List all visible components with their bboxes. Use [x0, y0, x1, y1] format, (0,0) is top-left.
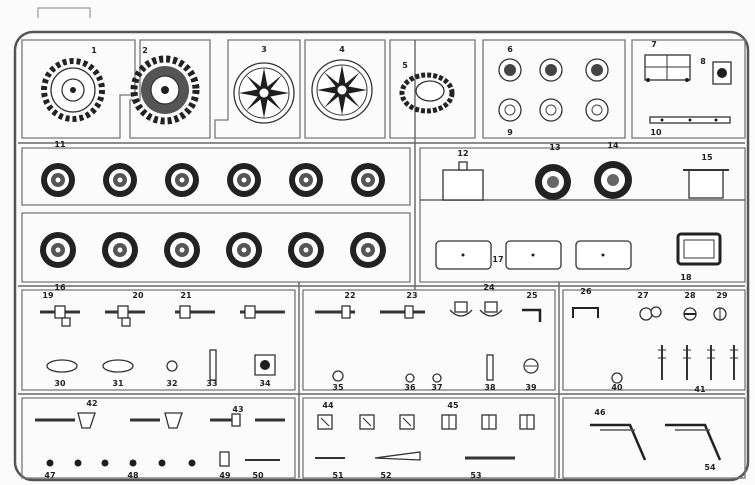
- label-39: 39: [525, 383, 537, 392]
- label-14: 14: [607, 141, 619, 150]
- label-53: 53: [470, 471, 481, 480]
- idler-wheel-3: [233, 62, 295, 124]
- part-number-labels: 1 2 3 4 5 6 7 8 9 10 11 12 13 14 15 16 1…: [42, 40, 728, 480]
- runner-lines: [18, 39, 746, 479]
- label-11: 11: [54, 140, 66, 149]
- small-parts-row-f: [35, 412, 285, 429]
- small-wheels-9: [498, 98, 609, 122]
- label-30: 30: [54, 379, 66, 388]
- label-40: 40: [611, 383, 623, 392]
- label-7: 7: [651, 40, 657, 49]
- label-18: 18: [680, 273, 692, 282]
- label-44: 44: [322, 401, 334, 410]
- small-parts-row-g: [46, 451, 280, 467]
- label-20: 20: [132, 291, 144, 300]
- small-parts-row-b: [46, 349, 276, 381]
- small-wheels-6: [498, 58, 609, 82]
- label-19: 19: [42, 291, 54, 300]
- small-parts-row-i: [315, 451, 515, 461]
- label-15: 15: [701, 153, 713, 162]
- box-part-12: [442, 161, 484, 201]
- label-34: 34: [259, 379, 271, 388]
- label-46: 46: [594, 408, 606, 417]
- frame-parts-bottom: [590, 423, 722, 461]
- label-35: 35: [332, 383, 344, 392]
- label-16: 16: [54, 283, 66, 292]
- label-24: 24: [483, 283, 495, 292]
- small-parts-row-h: [317, 414, 535, 430]
- road-wheels-row-1: [41, 163, 385, 197]
- idler-wheel-4: [311, 59, 373, 121]
- label-27: 27: [637, 291, 648, 300]
- drive-sprocket-2: [130, 55, 200, 125]
- label-26: 26: [580, 287, 592, 296]
- label-45: 45: [447, 401, 459, 410]
- label-1: 1: [91, 46, 97, 55]
- small-parts-row-d: [332, 354, 539, 383]
- label-3: 3: [261, 45, 267, 54]
- label-29: 29: [716, 291, 728, 300]
- bar-part-10: [649, 116, 731, 124]
- sprue-tab: [37, 7, 91, 18]
- small-parts-row-e: [572, 306, 727, 321]
- label-33: 33: [206, 379, 217, 388]
- screen-part-18: [676, 232, 722, 266]
- bracket-part-8: [712, 61, 732, 85]
- label-48: 48: [127, 471, 139, 480]
- antenna-parts-41: [611, 345, 738, 384]
- label-8: 8: [700, 57, 706, 66]
- label-50: 50: [252, 471, 264, 480]
- label-43: 43: [232, 405, 243, 414]
- label-42: 42: [86, 399, 97, 408]
- label-32: 32: [166, 379, 177, 388]
- label-5: 5: [402, 61, 408, 70]
- label-37: 37: [431, 383, 442, 392]
- box-part-15: [683, 169, 729, 199]
- small-parts-row-c: [315, 301, 542, 322]
- label-49: 49: [219, 471, 231, 480]
- label-21: 21: [180, 291, 192, 300]
- small-parts-row-a: [40, 305, 285, 327]
- label-25: 25: [526, 291, 538, 300]
- label-36: 36: [404, 383, 416, 392]
- label-2: 2: [142, 46, 148, 55]
- label-38: 38: [484, 383, 496, 392]
- track-link-5: [399, 72, 455, 114]
- wheel-part-13: [535, 164, 571, 200]
- label-23: 23: [406, 291, 417, 300]
- label-13: 13: [549, 143, 560, 152]
- label-9: 9: [507, 128, 513, 137]
- label-6: 6: [507, 45, 513, 54]
- frame-part-7: [644, 54, 691, 82]
- wheel-part-14: [594, 161, 632, 199]
- label-4: 4: [339, 45, 345, 54]
- panel-parts-17: [435, 240, 632, 270]
- label-47: 47: [44, 471, 55, 480]
- label-52: 52: [380, 471, 391, 480]
- label-17: 17: [492, 255, 503, 264]
- label-10: 10: [650, 128, 662, 137]
- label-54: 54: [704, 463, 716, 472]
- road-wheels-row-2: [40, 232, 386, 268]
- label-22: 22: [344, 291, 355, 300]
- label-28: 28: [684, 291, 696, 300]
- label-41: 41: [694, 385, 706, 394]
- sprue-frame: [13, 30, 750, 482]
- drive-sprocket-1: [41, 58, 105, 122]
- label-12: 12: [457, 149, 468, 158]
- label-51: 51: [332, 471, 344, 480]
- label-31: 31: [112, 379, 124, 388]
